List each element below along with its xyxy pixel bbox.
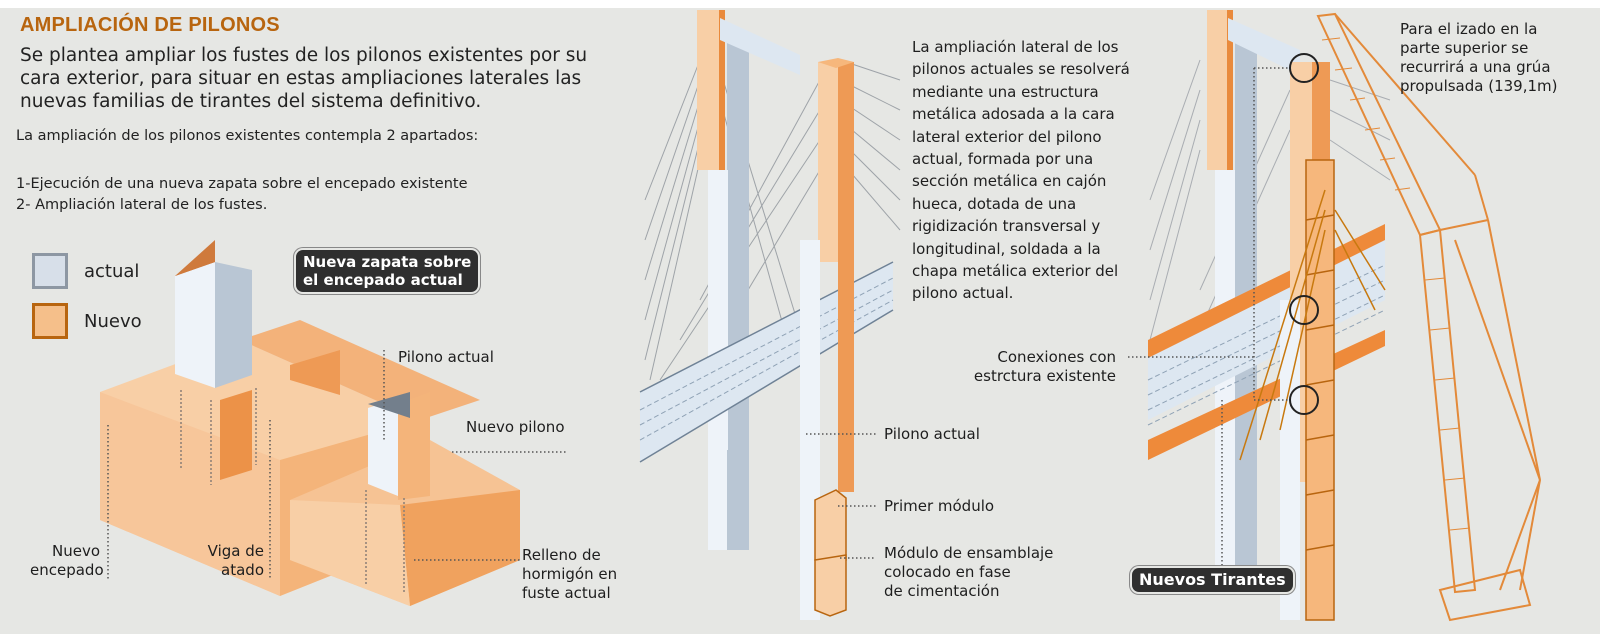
pylon-diagram: [639, 10, 901, 620]
legend-swatch-actual: [32, 253, 68, 289]
label-line: Conexiones con: [997, 348, 1116, 366]
label-line: hormigón en: [522, 565, 618, 583]
label-nuevo-encepado: Nuevo encepado: [30, 542, 104, 580]
label-pilono-actual-pylon: Pilono actual: [884, 425, 980, 443]
work-item: 1-Ejecución de una nueva zapata sobre el…: [16, 176, 468, 192]
lead-paragraph: Se plantea ampliar los fustes de los pil…: [20, 45, 588, 112]
badge-line: Nueva zapata sobre: [303, 253, 472, 271]
legend-item-nuevo: Nuevo: [32, 296, 142, 346]
badge-nuevos-tirantes: Nuevos Tirantes: [1132, 568, 1293, 592]
label-relleno-hormigon: Relleno de hormigón en fuste actual: [522, 546, 617, 603]
badge-line: el encepado actual: [303, 271, 463, 289]
work-items-list: 1-Ejecución de una nueva zapata sobre el…: [16, 174, 468, 216]
label-line: estrctura existente: [973, 367, 1116, 385]
description-line: rigidización transversal y: [912, 217, 1101, 236]
legend-swatch-nuevo: [32, 303, 68, 339]
label-line: encepado: [30, 561, 104, 579]
legend-item-actual: actual: [32, 246, 142, 296]
label-conexiones: Conexiones con estrctura existente: [960, 348, 1116, 386]
description-line: pilono actual.: [912, 284, 1014, 303]
description-line: actual, formada por una: [912, 150, 1094, 169]
label-line: Relleno de: [522, 546, 601, 564]
note-line: parte superior se: [1400, 39, 1529, 57]
pylon-description: La ampliación lateral de los pilonos act…: [912, 36, 1162, 305]
footing-diagram: [100, 240, 568, 606]
badge-nueva-zapata: Nueva zapata sobre el encepado actual: [296, 250, 479, 292]
legend: actual Nuevo: [32, 246, 142, 346]
note-line: propulsada (139,1m): [1400, 77, 1558, 95]
label-line: atado: [221, 561, 264, 579]
infographic-title: AMPLIACIÓN DE PILONOS: [20, 14, 280, 36]
description-line: metálica adosada a la cara: [912, 105, 1115, 124]
label-primer-modulo: Primer módulo: [884, 497, 995, 515]
description-line: hueca, dotada de una: [912, 194, 1077, 213]
description-line: La ampliación lateral de los: [912, 38, 1119, 56]
label-line: de cimentación: [884, 582, 1000, 600]
description-line: chapa metálica exterior del: [912, 262, 1119, 281]
label-line: Nuevo: [51, 542, 100, 560]
label-line: colocado en fase: [884, 563, 1011, 581]
label-line: Viga de: [207, 542, 264, 560]
work-item: 2- Ampliación lateral de los fustes.: [16, 197, 268, 213]
label-nuevo-pilono: Nuevo pilono: [466, 418, 565, 436]
description-line: lateral exterior del pilono: [912, 127, 1102, 146]
label-viga-atado: Viga de atado: [190, 542, 264, 580]
label-modulo-ensamblaje: Módulo de ensamblaje colocado en fase de…: [884, 544, 1053, 601]
crane-diagram: [1128, 10, 1541, 622]
description-line: sección metálica en cajón: [912, 172, 1107, 191]
legend-label: Nuevo: [84, 310, 142, 332]
label-pilono-actual-footing: Pilono actual: [398, 348, 494, 366]
label-line: fuste actual: [522, 584, 611, 602]
description-line: mediante una estructura: [912, 82, 1099, 101]
note-line: recurrirá a una grúa: [1400, 58, 1551, 76]
intro-text: La ampliación de los pilonos existentes …: [16, 128, 479, 144]
legend-label: actual: [84, 260, 140, 282]
note-line: Para el izado en la: [1400, 20, 1538, 38]
description-line: pilonos actuales se resolverá: [912, 60, 1130, 79]
description-line: longitudinal, soldada a la: [912, 239, 1101, 258]
label-line: Módulo de ensamblaje: [884, 544, 1054, 562]
crane-note: Para el izado en la parte superior se re…: [1400, 20, 1570, 96]
